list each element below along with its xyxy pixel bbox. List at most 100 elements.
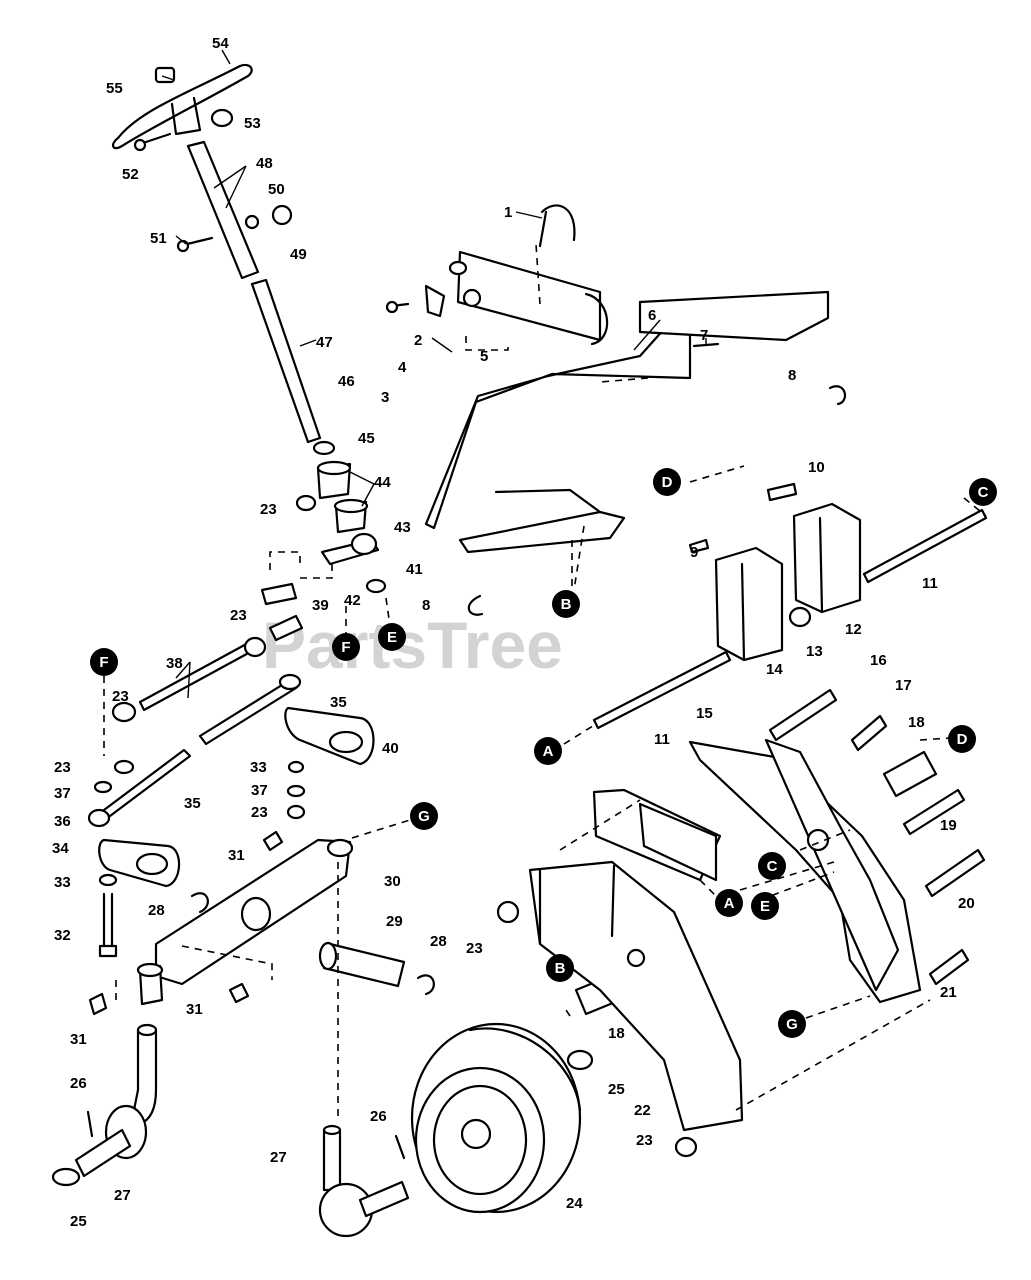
callout-30: 30: [384, 873, 401, 890]
connector-leaders: [103, 465, 987, 1120]
callout-33-top: 33: [250, 759, 267, 776]
callout-29: 29: [386, 913, 403, 930]
callout-19: 19: [940, 817, 957, 834]
callout-23-a: 23: [260, 501, 277, 518]
callout-49: 49: [290, 246, 307, 263]
svg-text:E: E: [387, 629, 397, 646]
callout-10: 10: [808, 459, 825, 476]
callout-27-center: 27: [270, 1149, 287, 1166]
callout-42: 42: [344, 592, 361, 609]
callout-13: 13: [806, 643, 823, 660]
callout-21: 21: [940, 984, 957, 1001]
connector-d-top: D: [653, 468, 681, 496]
callout-28-left: 28: [148, 902, 165, 919]
svg-text:C: C: [978, 484, 989, 501]
callout-labels: 1 2 3 4 5 6 7 8 8 9 10 11 11 12 13 14 15…: [52, 35, 975, 1230]
callout-51: 51: [150, 230, 167, 247]
connector-d-bottom: D: [948, 725, 976, 753]
front-axle-part: [88, 830, 354, 1016]
callout-3: 3: [381, 389, 389, 406]
pivot-pin-parts: [260, 551, 333, 642]
callout-37-right: 37: [251, 782, 268, 799]
svg-text:B: B: [555, 960, 566, 977]
callout-4: 4: [398, 359, 407, 376]
callout-34: 34: [52, 840, 69, 857]
frame-bracket-part: [385, 204, 847, 616]
connector-a-left: A: [534, 737, 562, 765]
bushing-parts: [295, 440, 387, 594]
callout-31-top: 31: [228, 847, 245, 864]
callout-40: 40: [382, 740, 399, 757]
callout-17: 17: [895, 677, 912, 694]
callout-28-right: 28: [430, 933, 447, 950]
svg-text:D: D: [957, 731, 968, 748]
callout-23-b: 23: [230, 607, 247, 624]
connector-e-top: E: [378, 623, 406, 651]
callout-45: 45: [358, 430, 375, 447]
callout-24: 24: [566, 1195, 583, 1212]
callout-14: 14: [766, 661, 783, 678]
callout-31-center: 31: [186, 1001, 203, 1018]
callout-5: 5: [480, 348, 488, 365]
callout-48: 48: [256, 155, 273, 172]
callout-47: 47: [316, 334, 333, 351]
callout-52: 52: [122, 166, 139, 183]
connector-b-top: B: [552, 590, 580, 618]
callout-43: 43: [394, 519, 411, 536]
connector-c-bottom: C: [758, 852, 786, 880]
svg-text:B: B: [561, 596, 572, 613]
callout-39: 39: [312, 597, 329, 614]
callout-41: 41: [406, 561, 423, 578]
svg-text:F: F: [99, 654, 108, 671]
steering-shaft-part: [176, 140, 322, 444]
callout-55: 55: [106, 80, 123, 97]
callout-23-d: 23: [54, 759, 71, 776]
connector-f-left: F: [90, 648, 118, 676]
steering-arm-parts: [93, 706, 375, 958]
callout-7: 7: [700, 327, 708, 344]
callout-26-center: 26: [370, 1108, 387, 1125]
callout-54: 54: [212, 35, 229, 52]
callout-35-center: 35: [184, 795, 201, 812]
callout-9: 9: [690, 544, 698, 561]
callout-25-right: 25: [608, 1081, 625, 1098]
callout-27-left: 27: [114, 1187, 131, 1204]
callout-leaders: [161, 49, 707, 699]
svg-text:G: G: [418, 808, 430, 825]
callout-15: 15: [696, 705, 713, 722]
connector-g-top: G: [410, 802, 438, 830]
callout-23-g: 23: [636, 1132, 653, 1149]
callout-50: 50: [268, 181, 285, 198]
callout-6: 6: [648, 307, 656, 324]
svg-text:F: F: [341, 639, 350, 656]
tie-rod-parts: [87, 636, 302, 828]
connector-g-bottom: G: [778, 1010, 806, 1038]
callout-18-bottom: 18: [608, 1025, 625, 1042]
callout-23-e: 23: [251, 804, 268, 821]
callout-8-top: 8: [788, 367, 796, 384]
callout-31-left: 31: [70, 1031, 87, 1048]
connector-f-top: F: [332, 633, 360, 661]
callout-20: 20: [958, 895, 975, 912]
callout-22: 22: [634, 1102, 651, 1119]
connector-e-bottom: E: [751, 892, 779, 920]
callout-35-top: 35: [330, 694, 347, 711]
connector-c-top: C: [969, 478, 997, 506]
svg-text:A: A: [724, 895, 735, 912]
connector-a-right: A: [715, 889, 743, 917]
connector-b-bottom: B: [546, 954, 574, 982]
callout-32: 32: [54, 927, 71, 944]
watermark: PartsTree: [262, 608, 563, 682]
callout-16: 16: [870, 652, 887, 669]
callout-36: 36: [54, 813, 71, 830]
callout-37-left: 37: [54, 785, 71, 802]
callout-2: 2: [414, 332, 422, 349]
svg-text:G: G: [786, 1016, 798, 1033]
main-frame-part: [496, 738, 922, 1158]
callout-1: 1: [504, 204, 512, 221]
callout-25-left: 25: [70, 1213, 87, 1230]
callout-38: 38: [166, 655, 183, 672]
callout-18-top: 18: [908, 714, 925, 731]
callout-26-left: 26: [70, 1075, 87, 1092]
